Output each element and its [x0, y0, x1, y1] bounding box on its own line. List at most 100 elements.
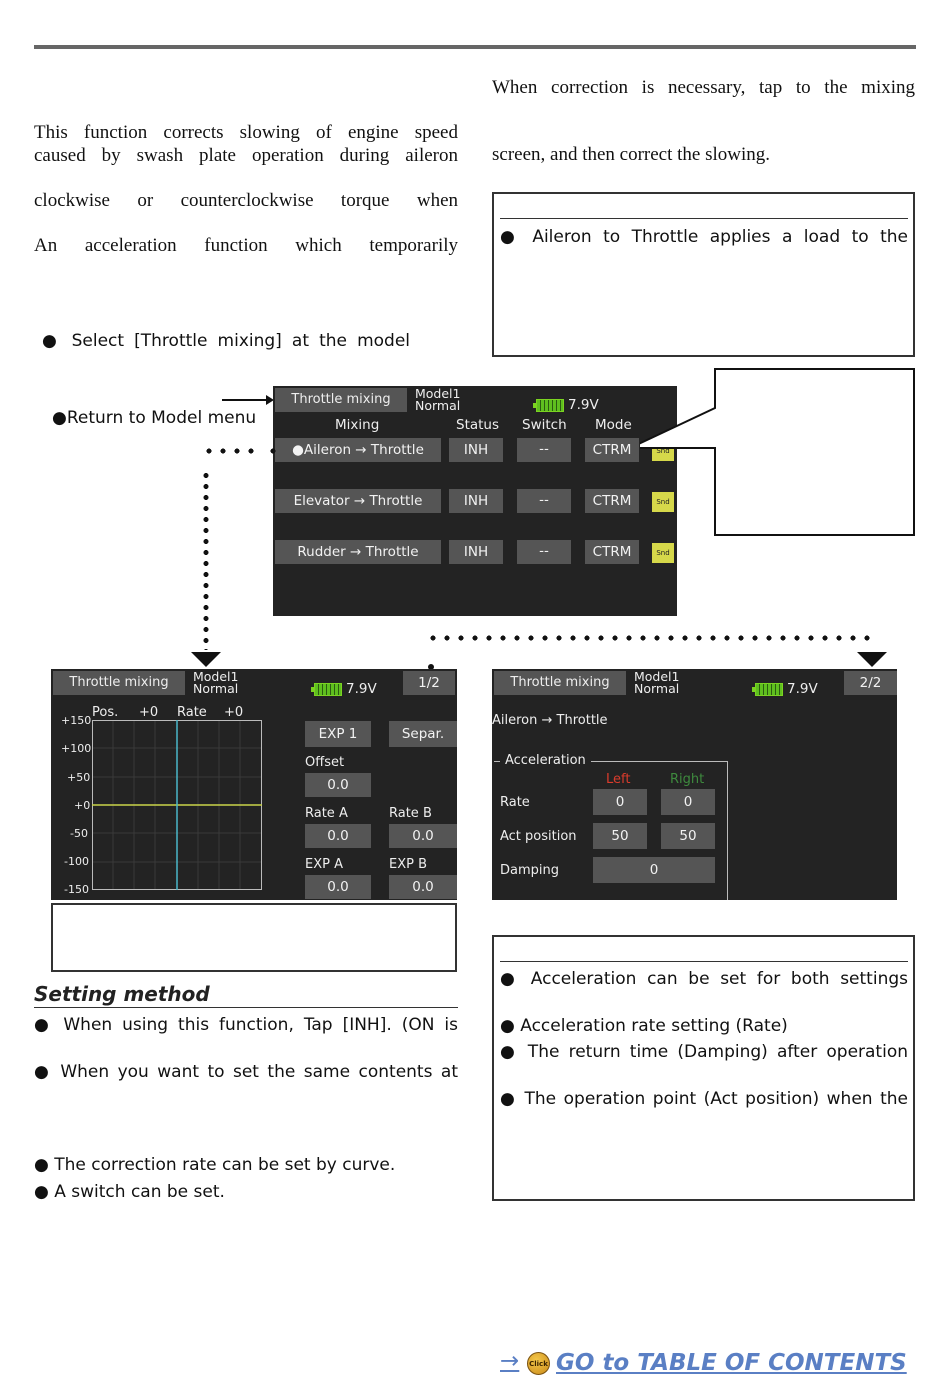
y-tick: +100 — [61, 742, 92, 755]
throttle-mixing-curve-screen: Throttle mixing Model1 Normal 7.9V 1/2 P… — [51, 669, 457, 900]
note-box: ● Aileron to Throttle applies a load to … — [492, 192, 915, 357]
rate-label: Rate — [500, 795, 530, 810]
switch-aileron-button[interactable]: -- — [517, 438, 571, 462]
throttle-mixing-acceleration-screen: Throttle mixing Model1 Normal 7.9V 2/2 A… — [492, 669, 897, 900]
mode-aileron-button[interactable]: CTRM — [585, 438, 639, 462]
intro-line-2: caused by swash plate operation during a… — [34, 145, 458, 166]
return-arrow-icon — [222, 395, 274, 405]
rate-right-field[interactable]: 0 — [661, 789, 715, 815]
sound-icon[interactable]: Snd — [652, 543, 674, 563]
act-position-right-field[interactable]: 50 — [661, 823, 715, 849]
rate-left-field[interactable]: 0 — [593, 789, 647, 815]
connector-dots — [203, 470, 209, 650]
mix-row-rudder-button[interactable]: Rudder → Throttle — [275, 540, 441, 564]
accel-bullet-2: ● Acceleration rate setting (Rate) — [500, 1016, 788, 1036]
exp1-button[interactable]: EXP 1 — [305, 721, 371, 747]
header-mixing: Mixing — [335, 417, 380, 433]
right-column-label: Right — [670, 772, 705, 787]
intro-line-3: clockwise or counterclockwise torque whe… — [34, 190, 458, 211]
rate-b-field[interactable]: 0.0 — [389, 824, 457, 848]
switch-elevator-button[interactable]: -- — [517, 489, 571, 513]
sound-icon[interactable]: Snd — [652, 492, 674, 512]
rate-b-label: Rate B — [389, 806, 432, 821]
mix-row-aileron-button[interactable]: ●Aileron → Throttle — [275, 438, 441, 462]
damping-label: Damping — [500, 863, 559, 878]
rate-value: +0 — [224, 705, 244, 720]
offset-field[interactable]: 0.0 — [305, 773, 371, 797]
header-mode: Mode — [595, 417, 632, 433]
exp-b-field[interactable]: 0.0 — [389, 875, 457, 899]
model-name: Model1 — [415, 386, 461, 401]
caption-box — [51, 903, 457, 972]
status-aileron-button[interactable]: INH — [449, 438, 503, 462]
connector-dot — [428, 664, 434, 670]
act-position-left-field[interactable]: 50 — [593, 823, 647, 849]
rate-a-field[interactable]: 0.0 — [305, 824, 371, 848]
mode-rudder-button[interactable]: CTRM — [585, 540, 639, 564]
mix-row-elevator-button[interactable]: Elevator → Throttle — [275, 489, 441, 513]
correction-line-1: When correction is necessary, tap to the… — [492, 77, 915, 98]
mode-elevator-button[interactable]: CTRM — [585, 489, 639, 513]
acceleration-group-label: Acceleration — [500, 753, 591, 768]
page-indicator-button[interactable]: 2/2 — [844, 671, 897, 695]
heading-rule — [34, 1007, 458, 1008]
screen-title: Throttle mixing — [494, 671, 626, 695]
arrow-icon: → — [500, 1348, 520, 1374]
act-position-label: Act position — [500, 829, 577, 844]
intro-line-1: This function corrects slowing of engine… — [34, 122, 458, 143]
battery-icon — [752, 683, 783, 696]
down-arrow-icon — [857, 652, 887, 667]
y-tick: +50 — [67, 771, 91, 784]
note-box-text: ● Aileron to Throttle applies a load to … — [500, 227, 908, 247]
return-to-model-menu-label[interactable]: ●Return to Model menu — [52, 408, 257, 428]
down-arrow-icon — [191, 652, 221, 667]
select-instruction: ● Select [Throttle mixing] at the model — [42, 331, 410, 351]
setting-bullet-3: ● The correction rate can be set by curv… — [34, 1155, 396, 1175]
y-tick: +0 — [74, 799, 91, 812]
switch-rudder-button[interactable]: -- — [517, 540, 571, 564]
y-tick: -100 — [64, 855, 89, 868]
page-indicator-button[interactable]: 1/2 — [403, 671, 455, 695]
exp-b-label: EXP B — [389, 857, 428, 872]
header-rule — [34, 45, 916, 49]
status-rudder-button[interactable]: INH — [449, 540, 503, 564]
condition-name: Normal — [193, 681, 239, 696]
offset-label: Offset — [305, 755, 345, 770]
condition-name: Normal — [634, 681, 680, 696]
toc-link[interactable]: → Click GO to TABLE OF CONTENTS — [500, 1348, 916, 1382]
mix-name: Aileron → Throttle — [492, 713, 608, 728]
exp-a-label: EXP A — [305, 857, 343, 872]
damping-field[interactable]: 0 — [593, 857, 715, 883]
y-tick: -150 — [64, 883, 89, 896]
accel-bullet-1: ● Acceleration can be set for both setti… — [500, 969, 908, 989]
exp-a-field[interactable]: 0.0 — [305, 875, 371, 899]
accel-bullet-4: ● The operation point (Act position) whe… — [500, 1089, 908, 1109]
rate-a-label: Rate A — [305, 806, 348, 821]
mixing-curve-graph[interactable] — [92, 720, 263, 891]
setting-bullet-2: ● When you want to set the same contents… — [34, 1062, 458, 1082]
connector-dots — [266, 448, 276, 454]
toc-link-label[interactable]: GO to TABLE OF CONTENTS — [556, 1350, 907, 1376]
separate-button[interactable]: Separ. — [389, 721, 457, 747]
voltage-readout: 7.9V — [346, 681, 377, 697]
acceleration-note-box: ● Acceleration can be set for both setti… — [492, 935, 915, 1201]
model-name: Model1 — [634, 669, 680, 684]
y-tick: +150 — [61, 714, 92, 727]
left-column-label: Left — [606, 772, 631, 787]
y-tick: -50 — [70, 827, 88, 840]
throttle-mixing-main-screen: Throttle mixing Model1 Normal 7.9V Mixin… — [273, 386, 677, 616]
header-switch: Switch — [522, 417, 567, 433]
click-icon: Click — [527, 1352, 550, 1375]
pos-value: +0 — [139, 705, 159, 720]
correction-line-2: screen, and then correct the slowing. — [492, 144, 771, 165]
setting-bullet-1: ● When using this function, Tap [INH]. (… — [34, 1015, 458, 1035]
callout-box — [640, 368, 915, 536]
status-elevator-button[interactable]: INH — [449, 489, 503, 513]
rate-label: Rate — [177, 705, 207, 720]
intro-line-4: An acceleration function which temporari… — [34, 235, 458, 256]
battery-icon — [311, 683, 342, 696]
header-status: Status — [456, 417, 500, 433]
setting-bullet-4: ● A switch can be set. — [34, 1182, 225, 1202]
model-name: Model1 — [193, 669, 239, 684]
screen-title: Throttle mixing — [53, 671, 185, 695]
